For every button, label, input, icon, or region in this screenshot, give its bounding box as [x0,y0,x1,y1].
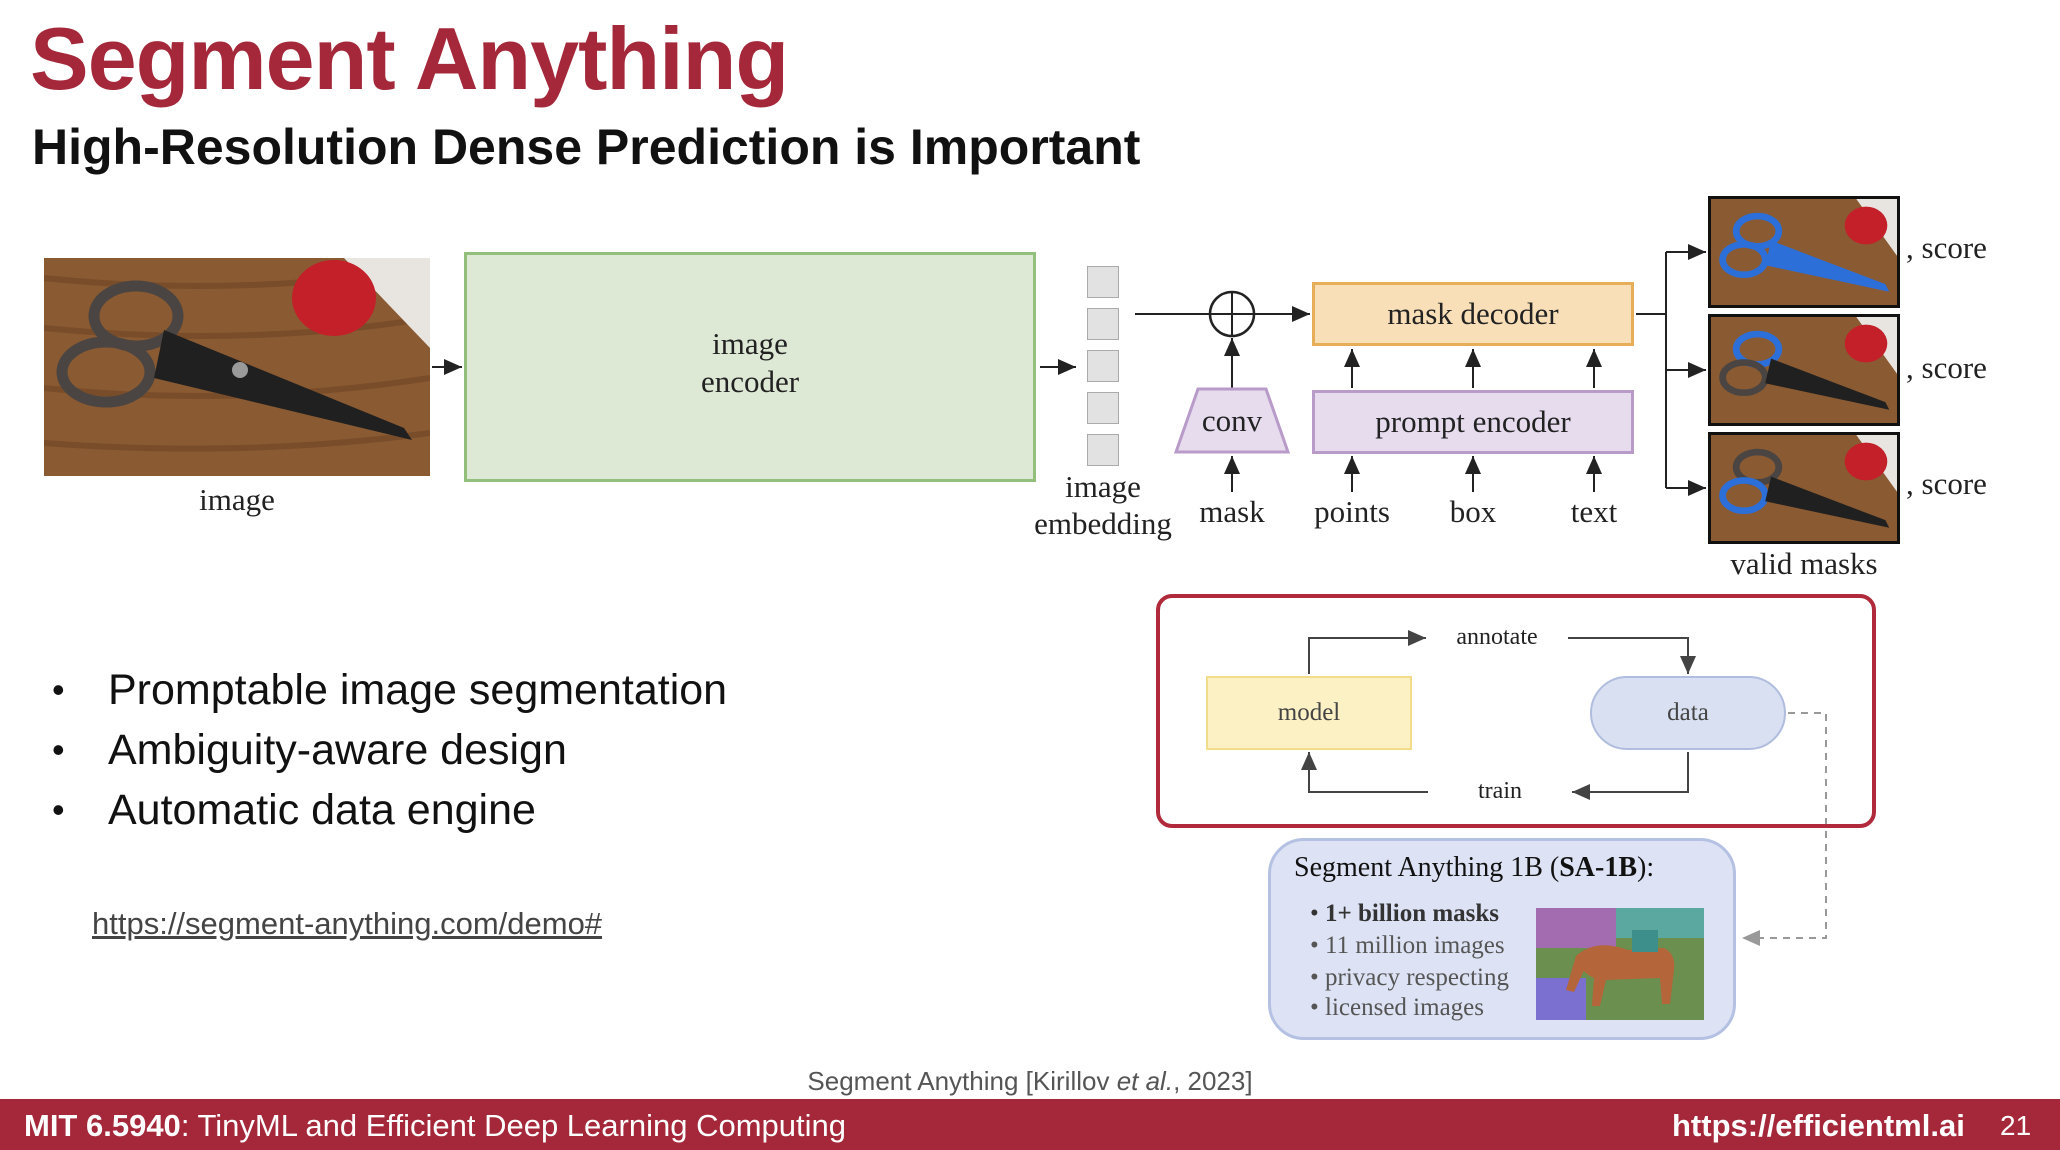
output-score-1: , score [1906,230,1987,265]
input-points-label: points [1314,494,1390,529]
valid-masks-label: valid masks [1730,546,1878,581]
sa1b-item-text: privacy respecting [1325,964,1509,991]
page-number: 21 [2000,1110,2032,1141]
demo-link[interactable]: https://segment-anything.com/demo# [92,906,603,941]
train-label: train [1478,778,1522,804]
embedding-cell [1087,266,1119,298]
bullet-item: •Promptable image segmentation [52,665,728,714]
image-embedding-label: image embedding [1023,468,1183,542]
sa1b-item: • licensed images [1310,994,1484,1021]
sa1b-title-bold: SA-1B [1559,852,1638,883]
output-mask-3 [1708,432,1900,544]
slide-title: Segment Anything [30,9,789,108]
citation-after: , 2023] [1173,1066,1253,1096]
sa1b-item: • privacy respecting [1310,964,1509,991]
bullet-item: •Ambiguity-aware design [52,725,567,774]
footer-course: MIT 6.5940: TinyML and Efficient Deep Le… [24,1108,846,1144]
mask-decoder-box: mask decoder [1312,282,1634,346]
footer-bar: MIT 6.5940: TinyML and Efficient Deep Le… [0,1099,2060,1150]
input-box-label: box [1449,494,1497,529]
embedding-cell [1087,308,1119,340]
embedding-cell [1087,350,1119,382]
sa1b-item-text: licensed images [1325,994,1484,1021]
image-embedding-line1: image [1065,469,1141,504]
output-score-2: , score [1906,350,1987,385]
image-encoder-label: image encoder [464,325,1036,401]
prompt-encoder-box: prompt encoder [1312,390,1634,454]
conv-label: conv [1201,403,1263,438]
footer-url[interactable]: https://efficientml.ai [1672,1108,1965,1143]
embedding-cell [1087,392,1119,424]
citation-italic: et al. [1116,1066,1174,1096]
citation-before: Segment Anything [Kirillov [807,1066,1117,1096]
sa1b-item: • 1+ billion masks [1310,900,1500,927]
output-mask-2 [1708,314,1900,426]
output-mask-1 [1708,196,1900,308]
bullet-list: •Promptable image segmentation •Ambiguit… [52,660,727,840]
footer-course-code: MIT 6.5940 [24,1108,181,1143]
annotate-label: annotate [1456,624,1538,650]
slide-subtitle: High-Resolution Dense Prediction is Impo… [32,119,1141,175]
input-image-scissors [44,258,430,476]
input-mask-label: mask [1199,494,1265,529]
output-score-3: , score [1906,466,1987,501]
image-encoder-line2: encoder [700,364,800,399]
model-box: model [1206,676,1412,750]
image-embedding-line2: embedding [1034,506,1172,541]
sa1b-item-text: 11 million images [1325,932,1505,959]
sa1b-title-prefix: Segment Anything 1B ( [1294,852,1560,883]
image-label: image [199,482,275,517]
sa1b-item-text: 1+ billion masks [1325,900,1500,927]
citation: Segment Anything [Kirillov et al., 2023] [0,1066,2060,1097]
data-box: data [1590,676,1786,750]
bullet-item: •Automatic data engine [52,785,536,834]
sa1b-item: • 11 million images [1310,932,1505,959]
sa1b-sample-image [1536,908,1704,1020]
bullet-text: Promptable image segmentation [108,665,728,714]
bullet-text: Ambiguity-aware design [108,725,567,774]
bullet-text: Automatic data engine [108,785,536,834]
sa1b-title-suffix: ): [1637,852,1655,883]
sa1b-title: Segment Anything 1B (SA-1B): [1294,852,1654,884]
embedding-cell [1087,434,1119,466]
input-text-label: text [1570,494,1618,529]
footer-course-name: : TinyML and Efficient Deep Learning Com… [180,1108,846,1143]
image-encoder-box [464,252,1036,482]
data-engine-frame [1156,594,1876,828]
image-encoder-line1: image [712,326,788,361]
